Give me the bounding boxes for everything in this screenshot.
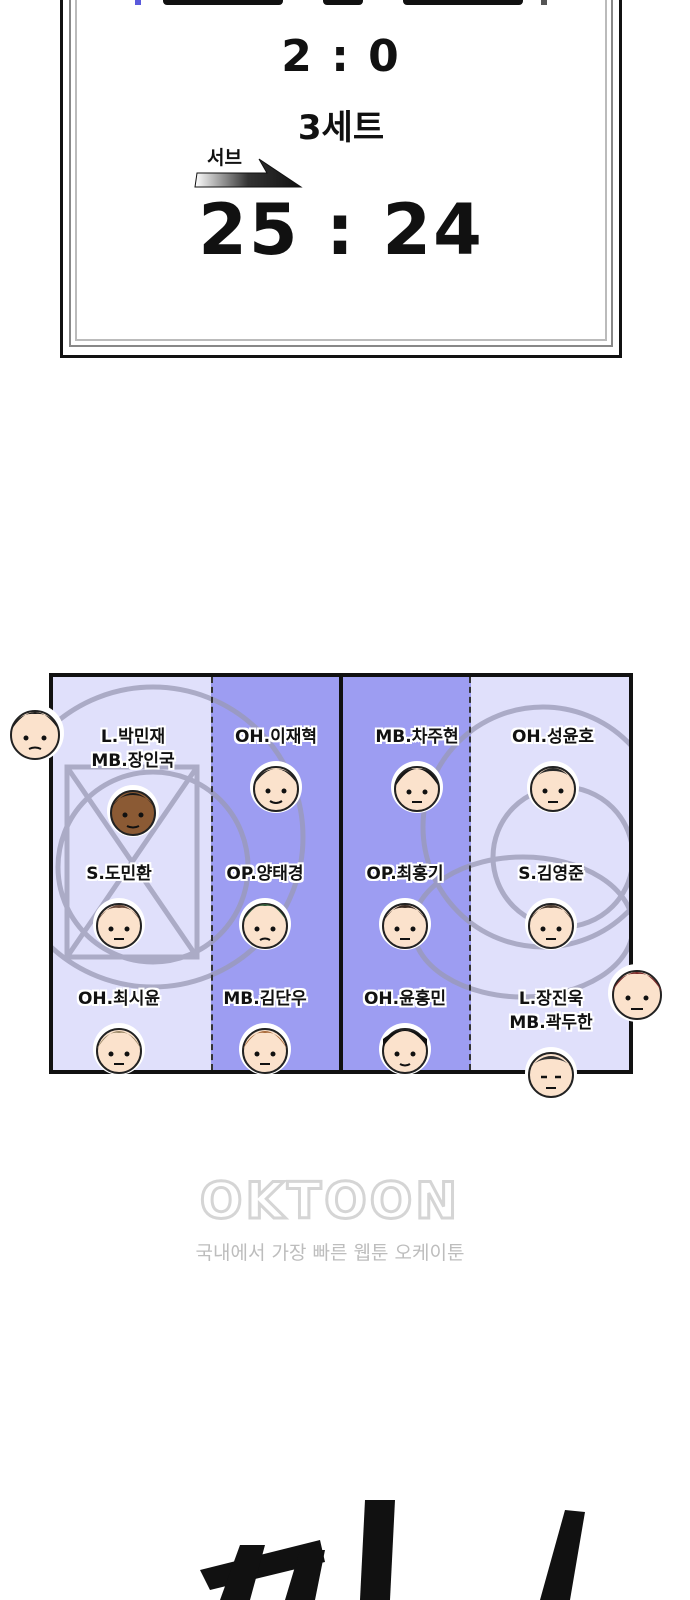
substitute-face-icon: [608, 964, 666, 1022]
bottom-sound-effect-art: [200, 1500, 585, 1600]
player-face-icon: [93, 898, 145, 950]
player-slot: OP.양태경: [205, 862, 325, 952]
player-face-icon: [379, 898, 431, 950]
player-slot: OP.최홍기: [345, 862, 465, 952]
player-label: S.김영준: [518, 864, 584, 884]
attack-line-right: [469, 677, 471, 1070]
player-slot: OH.윤홍민: [345, 987, 465, 1077]
player-label: OH.윤홍민: [363, 989, 447, 1009]
serve-indicator: 서브: [189, 143, 309, 191]
team-left-flag: [135, 0, 141, 5]
player-label: OP.최홍기: [366, 864, 444, 884]
player-slot: OH.성윤호: [493, 725, 613, 815]
player-label: OP.양태경: [226, 864, 304, 884]
team-names-bar: [123, 0, 563, 7]
player-face-icon: [527, 761, 579, 813]
player-face-icon: [525, 898, 577, 950]
substitute-face-icon: [6, 704, 64, 762]
player-label: MB.김단우: [223, 989, 307, 1009]
player-label-secondary: MB.장인국: [91, 751, 175, 771]
player-face-icon: [391, 761, 443, 813]
player-face-icon: [525, 1047, 577, 1099]
serve-label: 서브: [207, 147, 242, 169]
attack-line-left: [211, 677, 213, 1070]
match-score: 25 : 24: [198, 189, 484, 271]
player-label-secondary: MB.곽두한: [509, 1013, 593, 1033]
volleyball-court: L.박민재 MB.장인국 OH.이재혁 MB.차주현 OH.성윤호 S.도민환 …: [49, 673, 633, 1099]
player-face-icon: [379, 1023, 431, 1075]
set-score: 2 : 0: [281, 31, 401, 82]
player-slot: S.김영준: [491, 862, 611, 952]
scoreboard-inner-frame-2: [69, 0, 613, 347]
player-slot: L.장진욱 MB.곽두한: [491, 987, 611, 1101]
player-face-icon: [107, 785, 159, 837]
player-slot: S.도민환: [59, 862, 179, 952]
player-label: MB.차주현: [375, 727, 459, 747]
player-slot: MB.김단우: [205, 987, 325, 1077]
player-label: L.박민재: [100, 727, 166, 747]
player-face-icon: [93, 1023, 145, 1075]
player-slot: OH.최시윤: [59, 987, 179, 1077]
oktoon-tagline: 국내에서 가장 빠른 웹툰 오케이툰: [195, 1242, 465, 1264]
player-label: S.도민환: [86, 864, 152, 884]
serve-arrow-icon: [194, 158, 303, 188]
set-number: 3세트: [297, 108, 385, 148]
net: [339, 677, 343, 1070]
scoreboard: 2 : 0 3세트 서브 25 : 24: [60, 0, 622, 358]
player-face-icon: [239, 898, 291, 950]
player-label: L.장진욱: [518, 989, 584, 1009]
player-label: OH.성윤호: [511, 727, 595, 747]
player-face-icon: [239, 1023, 291, 1075]
player-label: OH.이재혁: [234, 727, 318, 747]
oktoon-logo: OKTOON: [198, 1171, 461, 1232]
player-label: OH.최시윤: [77, 989, 161, 1009]
player-slot: MB.차주현: [357, 725, 477, 815]
player-slot: L.박민재 MB.장인국: [73, 725, 193, 839]
player-slot: OH.이재혁: [216, 725, 336, 815]
player-face-icon: [250, 761, 302, 813]
team-right-flag: [541, 0, 547, 5]
scoreboard-inner-frame: [75, 0, 607, 341]
